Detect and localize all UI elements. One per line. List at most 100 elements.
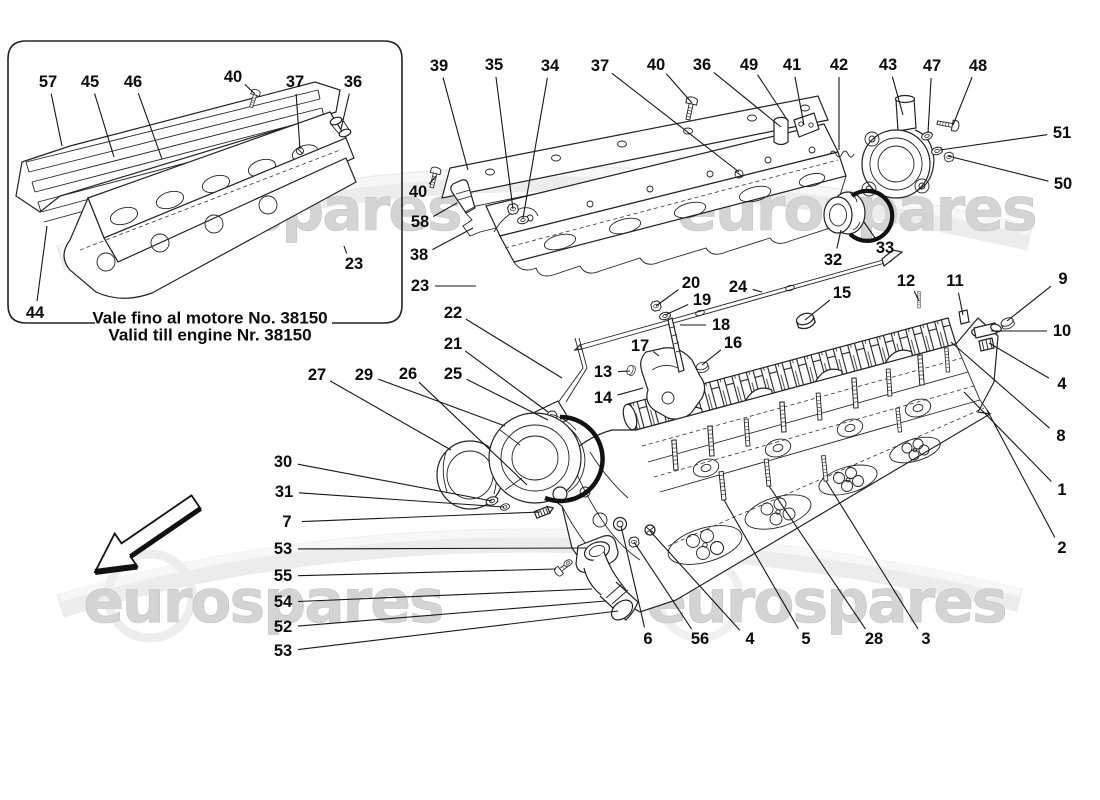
part-label-42: 42 [829,55,849,74]
inset-valve-cover-drawing [15,81,357,299]
leader-line-main-9 [1006,285,1052,322]
leader-line-inset-46 [137,93,163,160]
pad-41 [793,112,820,138]
leader-line-main-16 [701,349,722,366]
part-label-43: 43 [878,55,898,74]
part-label-27: 27 [307,365,327,384]
part-label-4: 4 [1057,374,1067,393]
part-label-34: 34 [540,56,560,75]
leader-line-inset-44 [36,225,48,302]
leader-line-main-43 [891,76,904,116]
part-label-22: 22 [443,303,463,322]
part-label-14: 14 [593,388,613,407]
leader-line-main-38 [432,227,474,251]
part-label-5: 5 [801,629,811,648]
leader-line-main-26 [418,381,528,486]
part-label-56: 56 [690,629,710,648]
part-label-54: 54 [273,592,293,611]
part-label-44: 44 [25,303,45,322]
leader-line-main-8 [950,341,1050,429]
bushing-36 [773,116,789,146]
leader-line-main-20 [655,289,679,307]
leader-lines [36,71,1056,651]
inset-caption-italian: Vale fino al motore No. 38150 [92,308,328,328]
leader-line-main-35 [495,76,514,210]
part-label-39: 39 [429,56,449,75]
leader-line-main-40 [665,73,693,104]
inset-caption-english: Valid till engine Nr. 38150 [108,325,312,345]
leader-line-main-37 [611,72,740,173]
part-label-3: 3 [921,629,931,648]
leader-line-inset-23 [343,245,348,254]
part-label-10: 10 [1052,321,1072,340]
spring-42 [829,150,855,158]
leader-line-main-7 [301,511,541,523]
part-label-33: 33 [875,238,895,257]
part-label-4: 4 [745,629,755,648]
leader-line-main-3 [825,480,919,630]
front-seal-ring-27 [436,440,504,510]
part-label-30: 30 [273,452,293,471]
leader-line-main-15 [804,299,831,321]
leader-line-main-28 [768,485,866,630]
part-label-23: 23 [344,254,364,273]
part-label-7: 7 [282,512,292,531]
part-label-23: 23 [410,276,430,295]
part-label-40: 40 [408,182,428,201]
leader-line-main-49 [757,74,789,122]
leader-line-inset-57 [50,93,63,147]
stud-18 [667,317,685,373]
part-label-47: 47 [922,56,942,75]
part-label-55: 55 [273,566,293,585]
plug-4 [978,337,995,352]
leader-line-main-12 [913,290,920,302]
part-label-48: 48 [968,56,988,75]
part-label-21: 21 [443,334,463,353]
leader-line-main-51 [939,134,1048,151]
leader-line-main-14 [617,387,644,396]
leader-line-main-24 [752,288,763,293]
leader-line-main-17 [652,351,660,357]
leader-line-main-4 [988,342,1050,379]
part-label-19: 19 [692,290,712,309]
valve-cover [485,123,847,277]
part-label-20: 20 [681,273,701,292]
leader-line-main-11 [957,292,964,316]
direction-arrow [93,494,202,575]
part-label-1: 1 [1057,480,1067,499]
circlip-33 [848,188,895,243]
part-label-37: 37 [285,72,305,91]
leader-line-main-25 [466,378,549,421]
leader-line-main-54 [297,588,593,603]
front-cam-tower [640,347,706,420]
leader-line-main-27 [329,380,452,451]
plug-4b [644,524,656,536]
leader-line-main-40 [428,175,437,185]
part-label-32: 32 [823,250,843,269]
leader-line-inset-37 [295,93,301,150]
part-label-52: 52 [273,617,293,636]
part-label-41: 41 [782,55,802,74]
leader-line-main-52 [297,600,607,627]
part-label-51: 51 [1052,123,1072,142]
camshaft [622,317,957,431]
leader-line-main-53 [297,547,587,550]
front-housing-25-26 [488,412,586,504]
leader-line-main-32 [836,229,842,249]
ring-32 [823,191,866,235]
part-label-57: 57 [38,72,58,91]
part-label-35: 35 [484,55,504,74]
grub-screw-7 [533,505,555,520]
part-label-16: 16 [723,333,743,352]
part-label-53: 53 [273,641,293,660]
leader-line-main-39 [442,77,469,171]
bolt-48 [935,117,961,133]
leader-line-inset-45 [94,93,115,158]
leader-line-main-58 [433,202,458,217]
leader-line-main-31 [298,492,505,508]
part-label-15: 15 [832,283,852,302]
inset-box [7,40,403,324]
part-label-25: 25 [443,364,463,383]
leader-line-main-34 [522,77,548,219]
inset-plug-36 [329,116,352,138]
